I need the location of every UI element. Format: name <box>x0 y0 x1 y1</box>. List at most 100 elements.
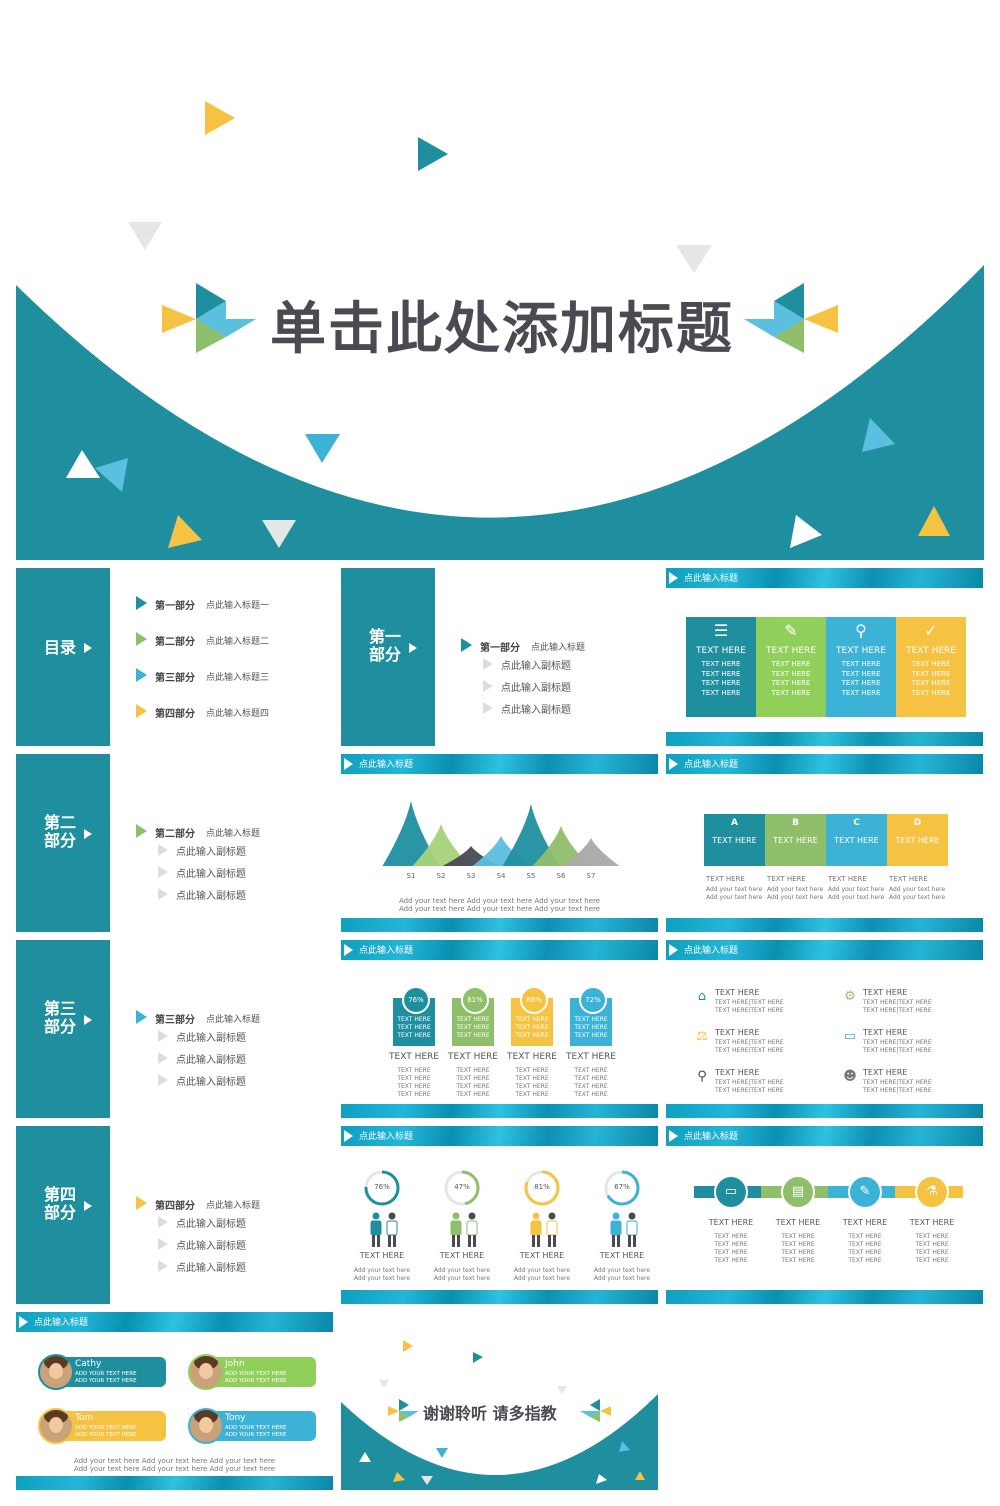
section-subtitle[interactable]: 点此输入副标题 <box>176 1077 246 1088</box>
thanks-title[interactable]: 谢谢聆听 请多指教 <box>423 1404 557 1423</box>
section-title[interactable]: 点此输入标题 <box>206 1015 261 1025</box>
user-icon: ☻ <box>843 1069 857 1084</box>
band-arrow-icon <box>669 758 678 770</box>
band-title: 点此输入标题 <box>34 1318 89 1328</box>
icon-list-line: TEXT HERE|TEXT HERE <box>863 1087 932 1094</box>
bottom-band <box>666 1104 983 1118</box>
laptop-icon[interactable]: ▭ <box>714 1175 748 1209</box>
section-part[interactable]: 第三部分 <box>155 1015 195 1026</box>
band-title: 点此输入标题 <box>359 1132 414 1142</box>
icon-list-line: TEXT HERE|TEXT HERE <box>863 1007 932 1014</box>
toc-slide: 目录 第一部分点此输入标题一第二部分点此输入标题二第三部分点此输入标题三第四部分… <box>16 568 333 746</box>
card-line: TEXT HERE <box>841 679 881 687</box>
abcd-below-line: Add your text here <box>828 894 885 901</box>
balloons-icon: ⚲ <box>697 1069 707 1084</box>
drive-icon[interactable]: ▤ <box>781 1175 815 1209</box>
chart-peak <box>562 838 620 866</box>
band-title: 点此输入标题 <box>684 760 739 770</box>
section-sidebar <box>341 568 435 746</box>
pct-small: TEXT HERE <box>515 1083 549 1090</box>
abcd-text: TEXT HERE <box>895 836 940 845</box>
pct-box-line: TEXT HERE <box>515 1032 549 1039</box>
flask-icon[interactable]: ⚗ <box>915 1175 949 1209</box>
icon-list-line: TEXT HERE|TEXT HERE <box>715 1039 784 1046</box>
card-line: TEXT HERE <box>701 660 741 668</box>
section-subtitle[interactable]: 点此输入副标题 <box>176 1219 246 1230</box>
icon-list-line: TEXT HERE|TEXT HERE <box>863 1079 932 1086</box>
section-title[interactable]: 点此输入标题 <box>206 829 261 839</box>
section-subtitle[interactable]: 点此输入副标题 <box>176 1263 246 1274</box>
toc-item-part[interactable]: 第三部分 <box>155 673 195 684</box>
section-subtitle[interactable]: 点此输入副标题 <box>176 1033 246 1044</box>
icon-list-line: TEXT HERE|TEXT HERE <box>715 1047 784 1054</box>
person-icon <box>370 1212 382 1247</box>
toc-item-text[interactable]: 点此输入标题三 <box>206 673 270 683</box>
member-name: John <box>225 1359 245 1369</box>
toc-sidebar <box>16 568 110 746</box>
section-bullet-icon <box>136 1196 147 1210</box>
sub-bullet-icon <box>158 866 168 878</box>
toc-item-text[interactable]: 点此输入标题四 <box>206 709 270 719</box>
sub-bullet-icon <box>483 680 493 692</box>
section-subtitle[interactable]: 点此输入副标题 <box>176 1241 246 1252</box>
pct-head: TEXT HERE <box>566 1052 616 1062</box>
section-subtitle[interactable]: 点此输入副标题 <box>176 847 246 858</box>
timeline-head: TEXT HERE <box>842 1218 888 1227</box>
section-subtitle[interactable]: 点此输入副标题 <box>176 1055 246 1066</box>
toc-item-part[interactable]: 第四部分 <box>155 709 195 720</box>
section-title[interactable]: 点此输入标题 <box>206 1201 261 1211</box>
section-arrow-icon <box>84 829 92 839</box>
section-part[interactable]: 第四部分 <box>155 1201 195 1212</box>
section-subtitle[interactable]: 点此输入副标题 <box>176 869 246 880</box>
section-subtitle[interactable]: 点此输入副标题 <box>501 705 571 716</box>
person-icon <box>466 1212 478 1247</box>
title-logo-left-icon <box>162 283 256 353</box>
icon-list-line: TEXT HERE|TEXT HERE <box>863 1039 932 1046</box>
timeline-head: TEXT HERE <box>708 1218 754 1227</box>
pct-small: TEXT HERE <box>515 1091 549 1098</box>
toc-item-text[interactable]: 点此输入标题一 <box>206 601 270 611</box>
progress-ring <box>364 1170 400 1206</box>
chart-category-label: S4 <box>497 872 506 880</box>
section-subtitle[interactable]: 点此输入副标题 <box>501 683 571 694</box>
section-title[interactable]: 点此输入标题 <box>531 643 586 653</box>
card-head: TEXT HERE <box>696 646 746 656</box>
chart-category-label: S6 <box>557 872 566 880</box>
section-subtitle[interactable]: 点此输入副标题 <box>501 661 571 672</box>
abcd-below-line: Add your text here <box>889 894 946 901</box>
timeline-line: TEXT HERE <box>915 1249 949 1256</box>
timeline-line: TEXT HERE <box>915 1257 949 1264</box>
abcd-below-line: Add your text here <box>828 886 885 893</box>
member-name: Cathy <box>75 1359 102 1369</box>
section-sidebar <box>16 940 110 1118</box>
cover-title[interactable]: 单击此处添加标题 <box>270 297 734 362</box>
title-logo-right-icon <box>744 283 838 353</box>
toc-item-part[interactable]: 第一部分 <box>155 601 195 612</box>
section-arrow-icon <box>84 1015 92 1025</box>
icon-list-head: TEXT HERE <box>863 988 908 997</box>
band-arrow-icon <box>344 944 353 956</box>
icon-list-head: TEXT HERE <box>863 1028 908 1037</box>
top-band: 点此输入标题 <box>16 1312 333 1332</box>
section-part[interactable]: 第一部分 <box>480 643 520 654</box>
pen-icon[interactable]: ✎ <box>848 1175 882 1209</box>
section-part[interactable]: 第二部分 <box>155 829 195 840</box>
section-subtitle[interactable]: 点此输入副标题 <box>176 891 246 902</box>
section-label-line2: 部分 <box>369 645 402 664</box>
abcd-letter: A <box>731 818 738 828</box>
pct-small: TEXT HERE <box>574 1083 608 1090</box>
toc-item-part[interactable]: 第二部分 <box>155 637 195 648</box>
person-icon <box>610 1212 622 1247</box>
toc-item-text[interactable]: 点此输入标题二 <box>206 637 270 647</box>
member-line: ADD YOUR TEXT HERE <box>75 1432 137 1438</box>
pct-head: TEXT HERE <box>448 1052 498 1062</box>
